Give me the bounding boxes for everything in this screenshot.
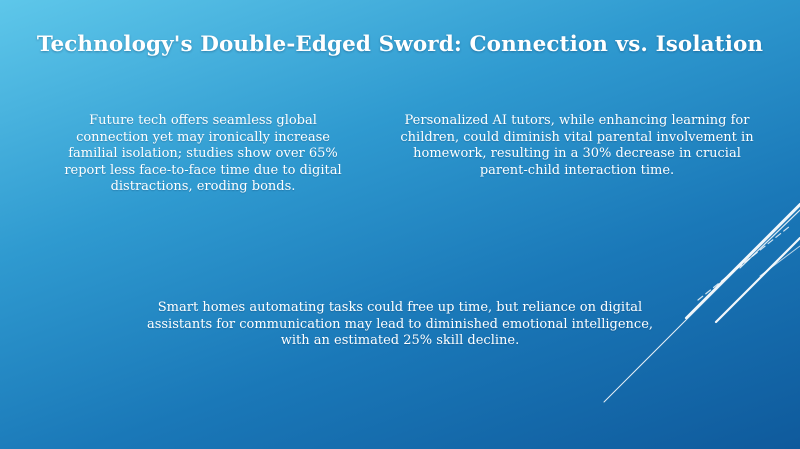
- deco-line-4: [759, 245, 800, 277]
- deco-line-2: [714, 236, 800, 324]
- slide-title: Technology's Double-Edged Sword: Connect…: [36, 32, 764, 57]
- deco-line-3: [739, 209, 800, 269]
- paragraph-ai-tutors: Personalized AI tutors, while enhancing …: [400, 113, 754, 178]
- paragraph-family-isolation: Future tech offers seamless global conne…: [64, 113, 342, 194]
- deco-line-dashed: [697, 225, 791, 301]
- deco-line-1: [684, 202, 800, 320]
- paragraph-smart-homes: Smart homes automating tasks could free …: [146, 300, 654, 348]
